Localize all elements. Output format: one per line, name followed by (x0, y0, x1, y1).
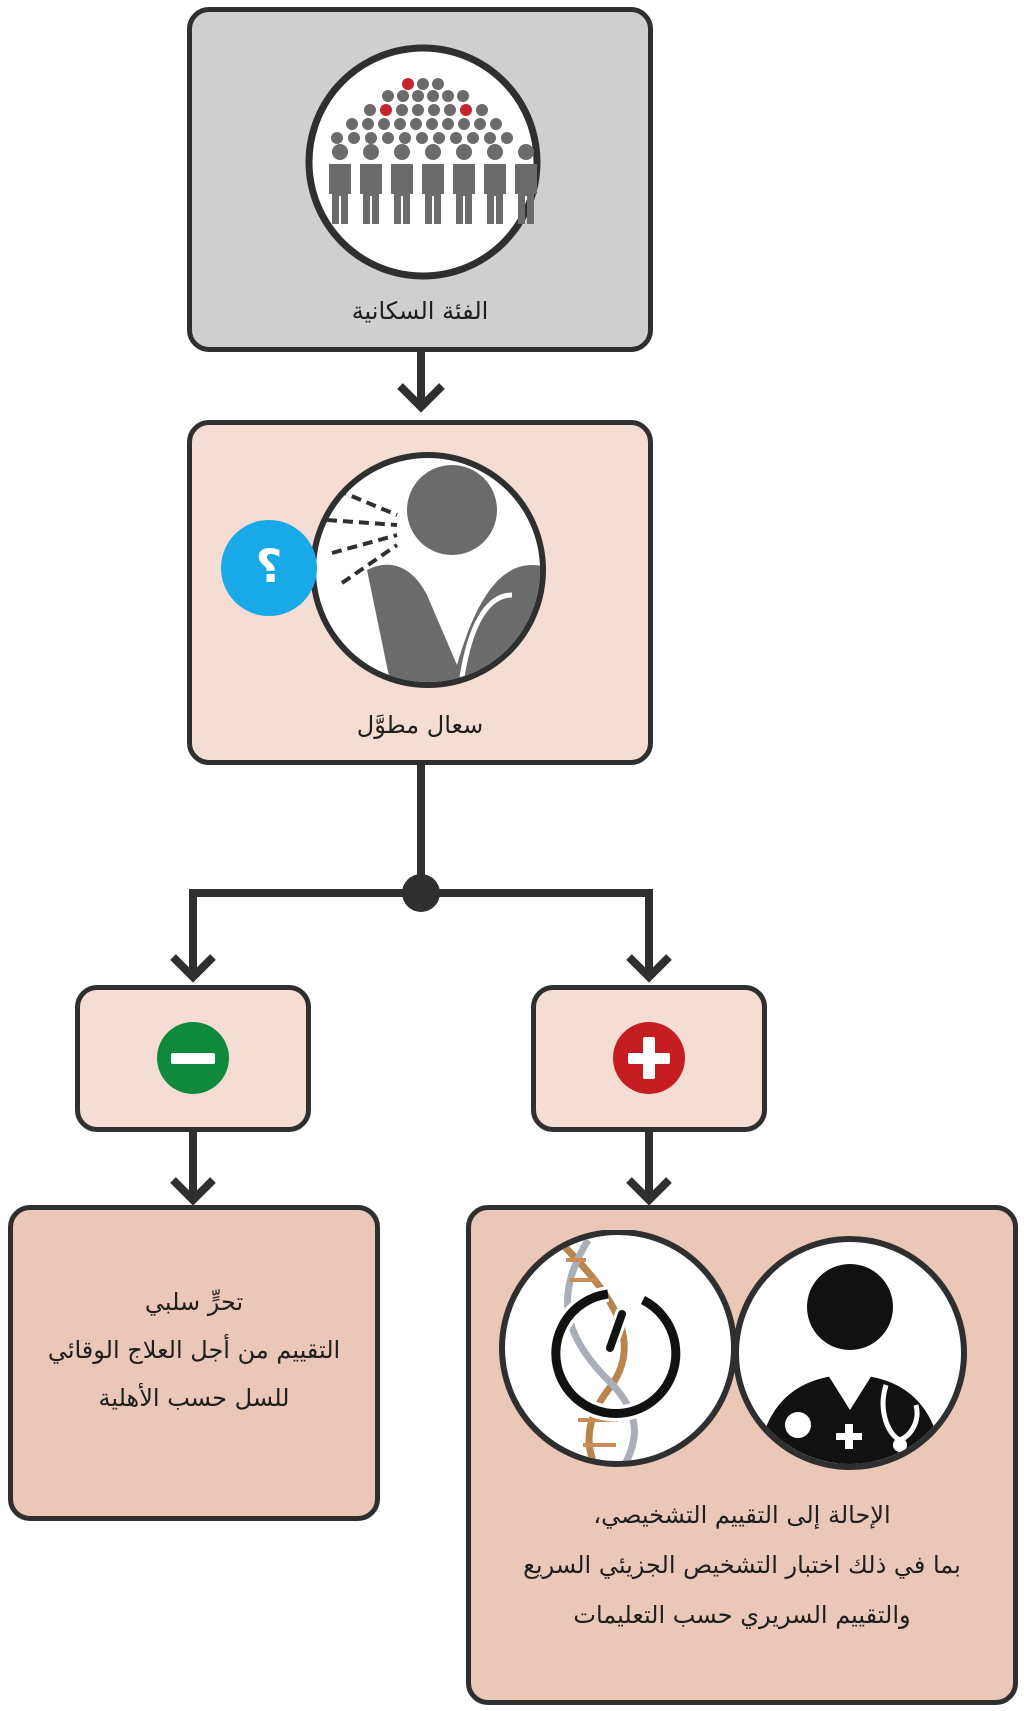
crowd-icon (305, 44, 541, 280)
negative-result-box: تحرٍّ سلبي التقييم من أجل العلاج الوقائي… (8, 1205, 380, 1521)
connector-split-to-positive (421, 889, 653, 975)
cough-label: سعال مطوَّل (356, 711, 484, 739)
arrowhead-negative-result (170, 1177, 216, 1206)
negative-result-line-3: للسل حسب الأهلية (98, 1384, 290, 1412)
positive-result-line-1: الإحالة إلى التقييم التشخيصي، (593, 1501, 891, 1529)
positive-result-box: الإحالة إلى التقييم التشخيصي، بما في ذلك… (466, 1205, 1018, 1705)
negative-result-line-2: التقييم من أجل العلاج الوقائي (47, 1336, 341, 1364)
arrowhead-negative (170, 954, 216, 983)
doctor-icon (733, 1236, 967, 1470)
positive-screen-box (531, 985, 767, 1132)
negative-result-line-1: تحرٍّ سلبي (144, 1288, 244, 1316)
split-node (402, 874, 440, 912)
plus-circle-icon (613, 1022, 685, 1094)
coughing-person-icon (310, 452, 546, 688)
connector-split-to-negative (189, 889, 421, 975)
arrowhead-positive-result (626, 1177, 672, 1206)
arrowhead-cough (397, 383, 445, 413)
dna-timer-icon (499, 1230, 737, 1467)
cough-box: ؟ سعال مطوَّل (187, 420, 653, 765)
negative-screen-box (75, 985, 311, 1132)
positive-result-line-3: والتقييم السريري حسب التعليمات (573, 1601, 911, 1629)
minus-circle-icon (157, 1022, 229, 1094)
arrowhead-positive (626, 954, 672, 983)
positive-result-line-2: بما في ذلك اختبار التشخيص الجزيئي السريع (523, 1551, 961, 1579)
question-badge-icon (221, 520, 317, 616)
question-badge-glyph: ؟ (255, 539, 283, 593)
population-label: الفئة السكانية (351, 297, 489, 325)
population-box: الفئة السكانية (187, 7, 653, 352)
